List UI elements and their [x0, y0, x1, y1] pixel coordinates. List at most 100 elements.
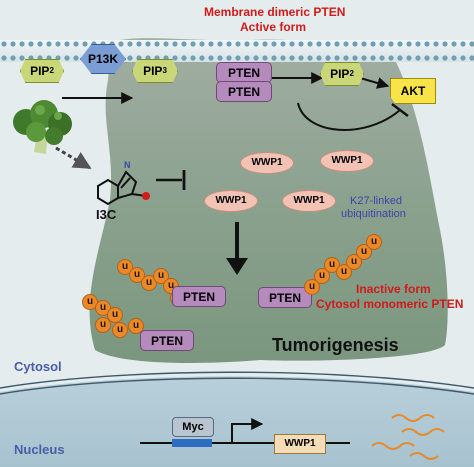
lipid-head [217, 41, 223, 47]
lipid-head [172, 41, 178, 47]
lipid-head [235, 41, 241, 47]
lipid-head [442, 55, 448, 61]
wwp1-node-1: WWP1 [240, 152, 294, 174]
lipid-head [253, 55, 259, 61]
lipid-head [298, 55, 304, 61]
lipid-head [64, 41, 70, 47]
lipid-head [460, 55, 466, 61]
lipid-head [37, 41, 43, 47]
lipid-head [334, 41, 340, 47]
lipid-head [460, 41, 466, 47]
myc-label: Myc [182, 420, 204, 433]
lipid-head [172, 55, 178, 61]
lipid-head [343, 55, 349, 61]
lipid-head [271, 41, 277, 47]
pip2-right-subscript: 2 [349, 69, 354, 78]
pip2-left-subscript: 2 [49, 66, 54, 75]
lipid-head [388, 55, 394, 61]
pten-dimer-bottom: PTEN [216, 81, 272, 102]
ubiquitin-bead: u [112, 322, 128, 338]
lipid-head [424, 41, 430, 47]
pten-monomer-c-label: PTEN [268, 290, 301, 305]
lipid-head [1, 41, 7, 47]
lipid-head [469, 41, 474, 47]
nuclear-region [0, 376, 474, 467]
akt-feedback-inhibition [297, 102, 401, 131]
p13k-label: P13K [87, 52, 119, 66]
pten-monomer-a-label: PTEN [182, 289, 215, 304]
lipid-head [73, 55, 79, 61]
pten-monomer-b-label: PTEN [150, 333, 183, 348]
lipid-head [154, 41, 160, 47]
lipid-head [280, 55, 286, 61]
ubiquitin-bead: u [107, 307, 123, 323]
wwp1-gene-label: WWP1 [284, 438, 316, 449]
lipid-head [226, 55, 232, 61]
lipid-head [415, 41, 421, 47]
lipid-head [352, 41, 358, 47]
transcription-start-arrow [231, 418, 264, 443]
lipid-head [28, 41, 34, 47]
myc-node: Myc [172, 417, 214, 437]
lipid-head [19, 55, 25, 61]
lipid-head [46, 41, 52, 47]
lipid-head [370, 41, 376, 47]
lipid-head [235, 55, 241, 61]
lipid-head [253, 41, 259, 47]
wwp1-node-4: WWP1 [282, 190, 336, 212]
ubiquitin-bead: u [304, 279, 320, 295]
lipid-head [64, 55, 70, 61]
lipid-head [379, 55, 385, 61]
ubiquitin-bead: u [314, 268, 330, 284]
lipid-head [226, 41, 232, 47]
pten-monomer-c: PTEN [258, 287, 312, 308]
lipid-head [451, 41, 457, 47]
wwp1-node-3: WWP1 [204, 190, 258, 212]
pip2-right-base: PIP [330, 67, 350, 81]
lipid-head [181, 55, 187, 61]
pten-dimer-top: PTEN [216, 62, 272, 83]
pten-dimer-bottom-label: PTEN [227, 84, 260, 99]
lipid-head [73, 41, 79, 47]
lipid-head [1, 55, 7, 61]
lipid-head [307, 41, 313, 47]
lipid-head [307, 55, 313, 61]
membrane-subtitle: Active form [240, 20, 307, 34]
inhibition-bar-akt [391, 103, 409, 117]
lipid-head [280, 41, 286, 47]
lipid-head [325, 41, 331, 47]
pten-dimer-top-label: PTEN [227, 65, 260, 80]
inactive-line2: Cytosol monomeric PTEN [316, 297, 464, 311]
lipid-head [271, 55, 277, 61]
lipid-head [433, 41, 439, 47]
lipid-head [163, 41, 169, 47]
akt-label: AKT [400, 84, 426, 98]
lipid-head [145, 41, 151, 47]
nuclear-envelope-inner [0, 377, 474, 395]
lipid-head [118, 41, 124, 47]
lipid-head [388, 41, 394, 47]
lipid-head [289, 41, 295, 47]
arrow-pip2-to-akt [359, 77, 390, 89]
lipid-head [316, 41, 322, 47]
pip3-subscript: 3 [162, 66, 167, 75]
inactive-line1: Inactive form [356, 282, 431, 296]
lipid-head [244, 41, 250, 47]
pip2-left-base: PIP [30, 64, 50, 78]
lipid-head [406, 41, 412, 47]
lipid-head [469, 55, 474, 61]
ubiquitin-bead: u [95, 317, 111, 333]
ubiquitin-bead: u [128, 318, 144, 334]
lipid-head [10, 41, 16, 47]
lipid-head [190, 41, 196, 47]
lipid-head [334, 55, 340, 61]
lipid-head [298, 41, 304, 47]
outcome-label: Tumorigenesis [272, 335, 399, 355]
lipid-head [199, 55, 205, 61]
lipid-head [136, 41, 142, 47]
lipid-head [352, 55, 358, 61]
lipid-head [127, 55, 133, 61]
wwp1-label-4: WWP1 [293, 195, 325, 206]
